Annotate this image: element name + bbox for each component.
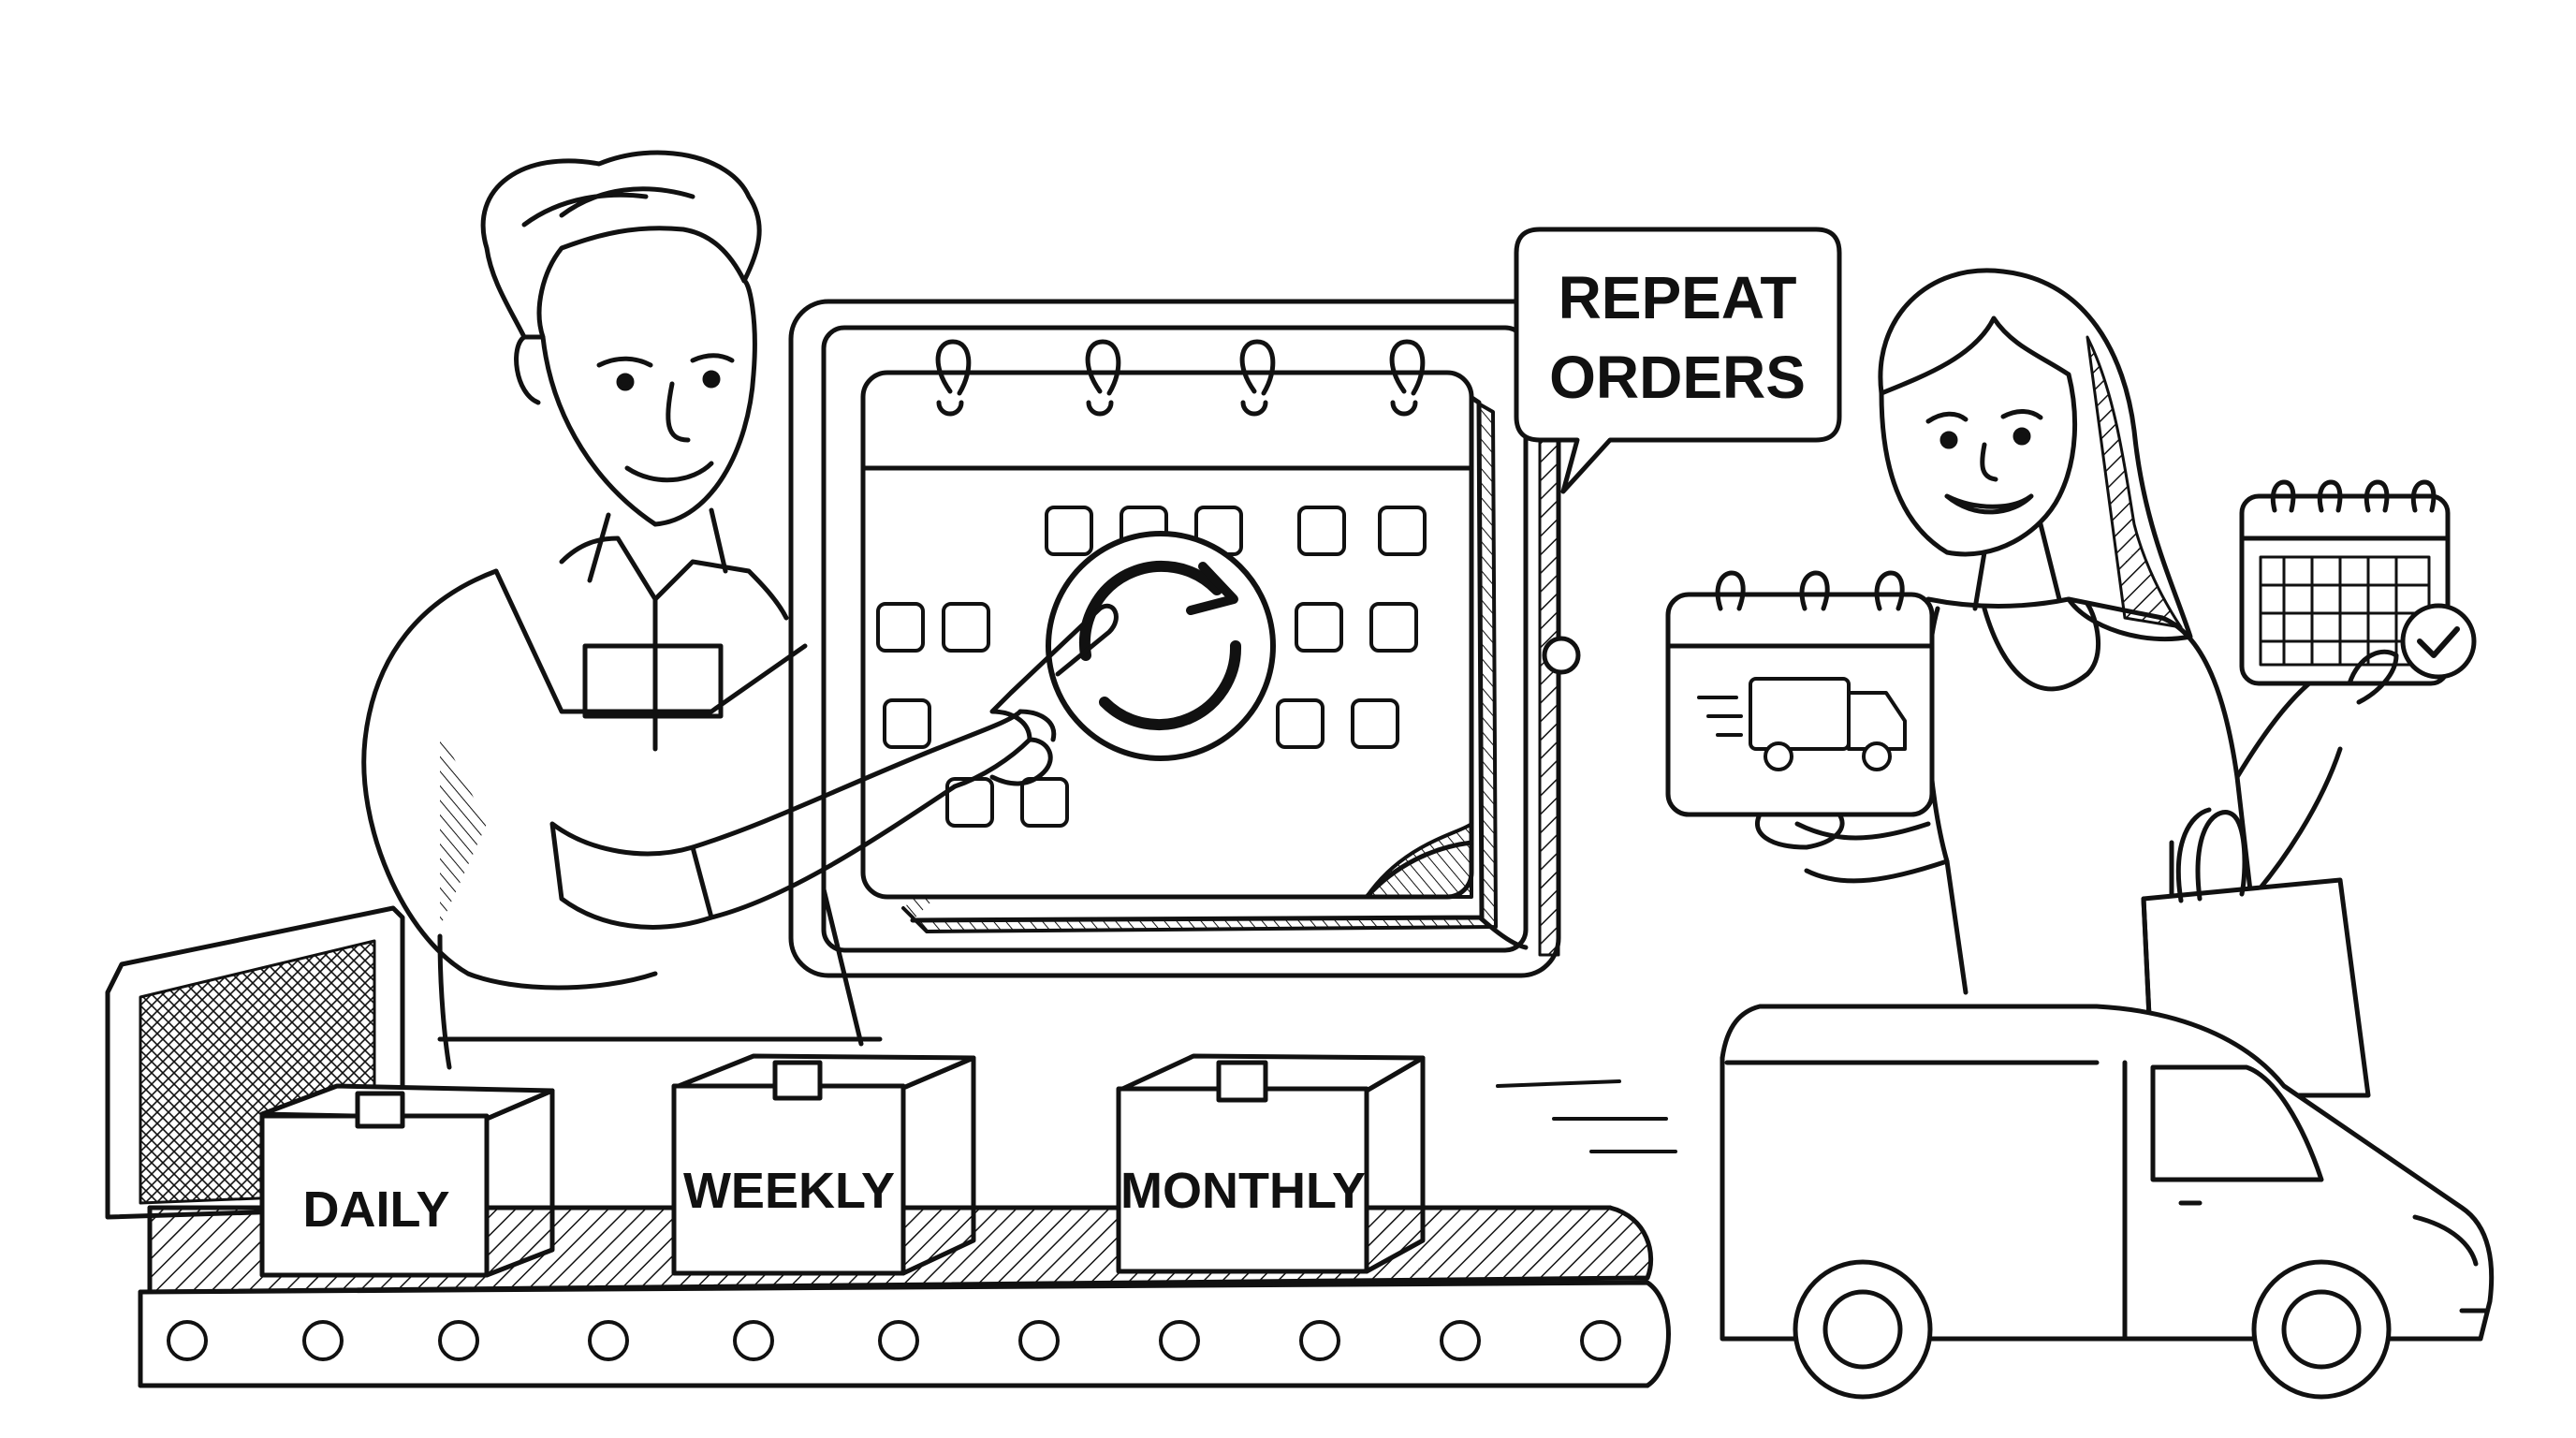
calendar-rings — [935, 339, 1426, 417]
van-wheel-front — [2251, 1259, 2392, 1400]
conveyor-rollers — [167, 1320, 1621, 1361]
check-circle-icon — [2400, 603, 2477, 680]
man-pointing — [361, 150, 1119, 1070]
speech-bubble-line-2: ORDERS — [1549, 344, 1806, 411]
box-weekly-label: WEEKLY — [683, 1163, 895, 1219]
truck-icon — [1697, 677, 1907, 771]
tablet-home-button — [1542, 636, 1581, 675]
speech-bubble — [1514, 227, 1842, 494]
van-wheel-rear — [1793, 1259, 1933, 1400]
refresh-cycle-icon — [1046, 531, 1276, 761]
box-daily-label: DAILY — [302, 1181, 449, 1238]
woman-customer — [1794, 268, 2343, 995]
box-monthly-label: MONTHLY — [1120, 1163, 1366, 1219]
delivery-calendar-card — [1665, 570, 1935, 850]
delivery-van — [1496, 1004, 2495, 1400]
box-daily — [259, 1083, 555, 1278]
small-calendar-check — [2239, 479, 2477, 705]
box-monthly — [1116, 1053, 1426, 1274]
speech-bubble-line-1: REPEAT — [1559, 264, 1797, 331]
box-weekly — [671, 1053, 976, 1276]
big-calendar — [860, 339, 1498, 933]
